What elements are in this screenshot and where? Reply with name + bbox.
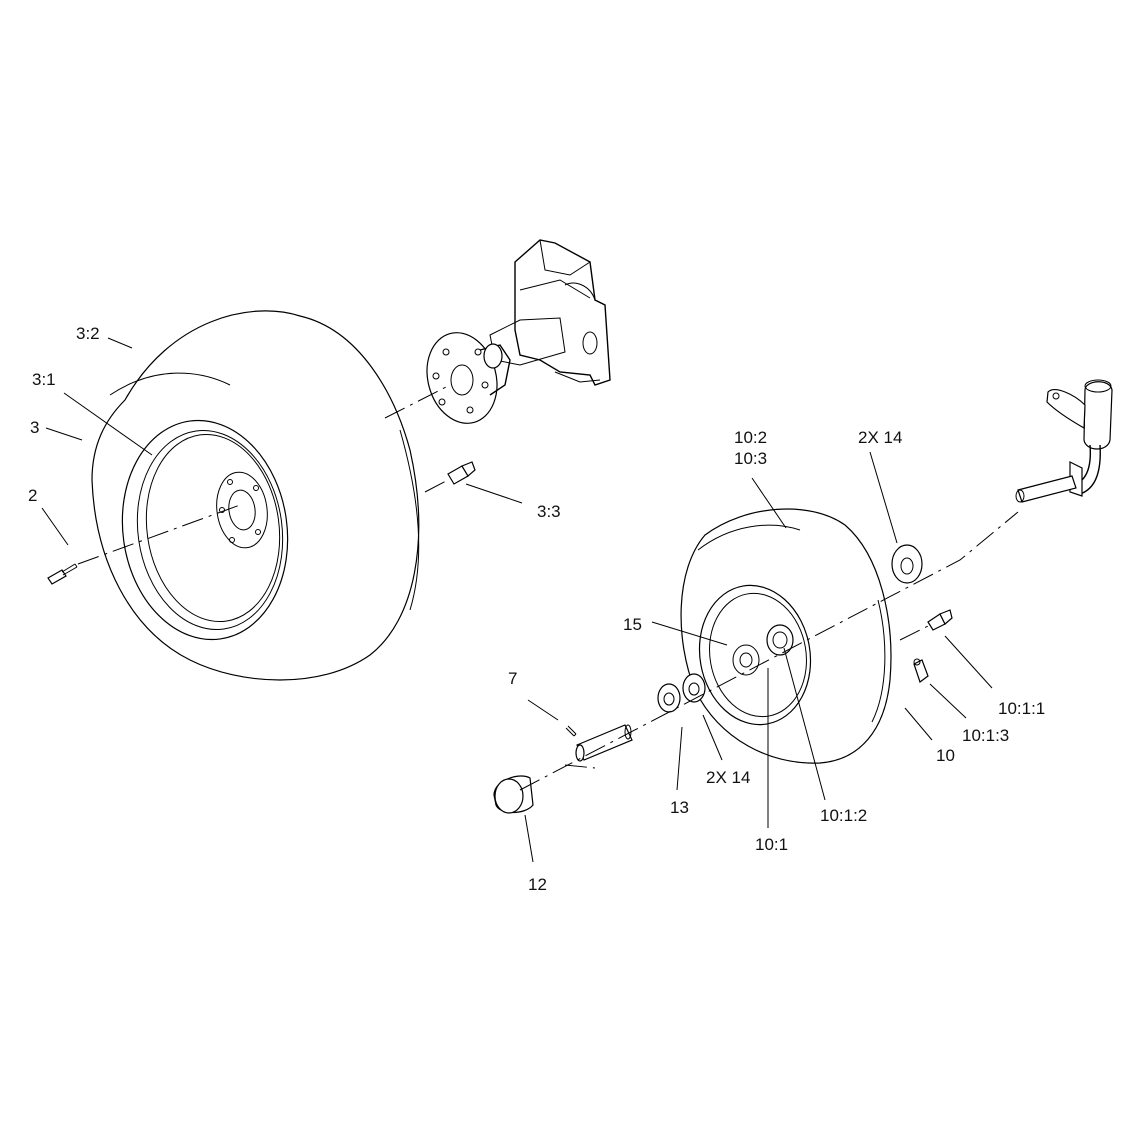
callout-3: 3 xyxy=(30,418,39,437)
axle-pin xyxy=(575,724,633,762)
leader-lines xyxy=(41,337,993,863)
callout-10: 10 xyxy=(936,746,955,765)
callout-10-1-1: 10:1:1 xyxy=(998,699,1045,718)
left-wheel-axis xyxy=(77,504,241,565)
right-wheel-axis xyxy=(519,511,1019,791)
callout-13: 13 xyxy=(670,798,689,817)
callout-15: 15 xyxy=(623,615,642,634)
left-wheel-assembly xyxy=(91,310,420,681)
callout-3-2: 3:2 xyxy=(76,324,100,343)
callout-3-1: 3:1 xyxy=(32,370,56,389)
left-valve-axis xyxy=(424,479,449,493)
callout-7: 7 xyxy=(508,669,517,688)
left-hub-axis xyxy=(384,384,451,419)
washer-14-top xyxy=(891,544,923,584)
axle-housing xyxy=(489,239,611,386)
valve-stem-right xyxy=(927,609,953,631)
cotter-pin xyxy=(565,725,577,737)
callout-10-1-2: 10:1:2 xyxy=(820,806,867,825)
callout-10-3: 10:3 xyxy=(734,449,767,468)
right-pin-axis xyxy=(564,764,596,769)
right-wheel-assembly xyxy=(680,508,892,764)
grease-fitting xyxy=(913,658,929,683)
right-valve-axis xyxy=(899,625,929,641)
washer-14-bottom xyxy=(682,673,706,703)
callout-2x14-bottom: 2X 14 xyxy=(706,768,750,787)
callout-2: 2 xyxy=(28,486,37,505)
hub-flange xyxy=(426,332,511,424)
callout-3-3: 3:3 xyxy=(537,502,561,521)
callout-10-1: 10:1 xyxy=(755,835,788,854)
hub-cap xyxy=(493,775,534,814)
caster-fork xyxy=(1015,379,1113,503)
lug-bolt xyxy=(47,563,78,585)
callout-10-1-3: 10:1:3 xyxy=(962,726,1009,745)
callout-10-2: 10:2 xyxy=(734,428,767,447)
callout-2x14-top: 2X 14 xyxy=(858,428,902,447)
valve-stem-left xyxy=(447,461,476,485)
callout-12: 12 xyxy=(528,875,547,894)
